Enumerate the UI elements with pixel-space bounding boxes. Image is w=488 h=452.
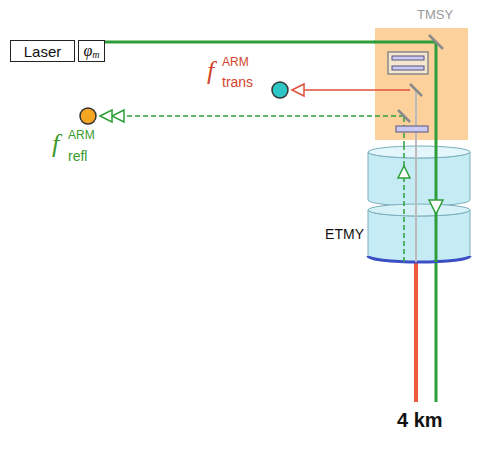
hr-coating bbox=[368, 256, 470, 262]
arrow-head bbox=[100, 110, 112, 122]
arrow-head bbox=[112, 110, 124, 122]
green-beam bbox=[435, 42, 438, 146]
signal-subscript: refl bbox=[68, 149, 87, 163]
signal-symbol: f bbox=[207, 58, 214, 84]
telescope-lens bbox=[392, 66, 424, 70]
telescope bbox=[388, 52, 428, 74]
modulator-box: φm bbox=[78, 40, 105, 62]
test-mass-face bbox=[368, 204, 470, 216]
signal-subscript: trans bbox=[222, 75, 253, 89]
laser-beam bbox=[105, 41, 375, 44]
trans-beam-arrow bbox=[304, 89, 410, 91]
laser-box: Laser bbox=[10, 40, 75, 62]
symbol-subscript: m bbox=[92, 50, 99, 60]
arrow-head bbox=[292, 84, 304, 96]
beam-splitter bbox=[410, 84, 422, 96]
arrow-head bbox=[398, 166, 410, 178]
transmitted-beam bbox=[415, 146, 417, 262]
test-mass: ETMY bbox=[368, 145, 470, 263]
test-mass-face bbox=[368, 146, 470, 158]
green-beam bbox=[374, 41, 436, 44]
refl-photodiode bbox=[80, 108, 96, 124]
arrow-head bbox=[429, 200, 443, 214]
transmitted-beam bbox=[415, 90, 417, 146]
signal-superscript: ARM bbox=[222, 56, 249, 68]
test-mass-body bbox=[368, 210, 470, 262]
symbol-label: φ bbox=[83, 43, 92, 59]
length-label: 4 km bbox=[397, 410, 443, 430]
pickoff-mirror bbox=[398, 110, 410, 122]
signal-superscript: ARM bbox=[68, 129, 95, 141]
refl-beam-arrow bbox=[124, 115, 404, 117]
box-label: Laser bbox=[24, 44, 62, 59]
signal-symbol: f bbox=[52, 131, 59, 157]
green-beam bbox=[435, 262, 438, 402]
steering-mirror bbox=[429, 35, 443, 49]
telescope-lens bbox=[392, 56, 424, 60]
trans-photodiode bbox=[272, 82, 288, 98]
refl-beam bbox=[403, 146, 405, 262]
part-name: TMSY bbox=[417, 8, 453, 21]
lens bbox=[396, 126, 428, 132]
test-mass-body bbox=[368, 152, 470, 206]
red-beam bbox=[414, 262, 418, 402]
transmon-platform: TMSY bbox=[375, 28, 468, 140]
part-name: ETMY bbox=[325, 227, 364, 241]
